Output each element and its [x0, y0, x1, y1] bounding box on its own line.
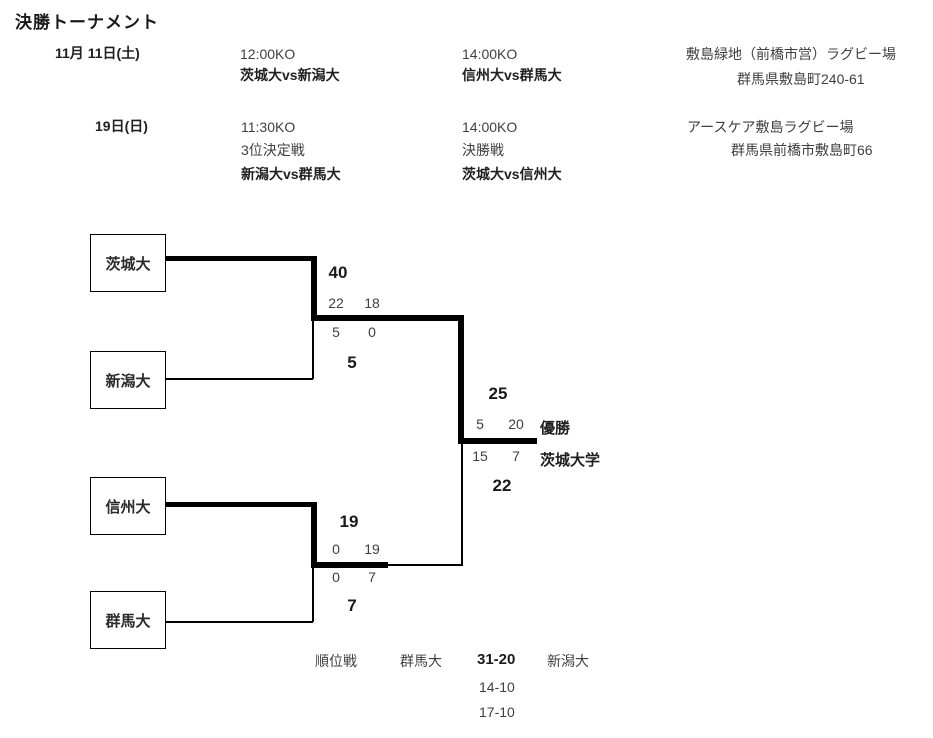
final-winner-half2: 20	[508, 416, 524, 432]
final-loser-line-v	[461, 444, 463, 566]
sf2-winner-half1: 0	[332, 541, 340, 557]
team-box-niigata: 新潟大	[90, 351, 166, 409]
final-winner-total: 25	[488, 384, 508, 403]
sf1-winner-total: 40	[328, 263, 348, 282]
sf2-winner-total: 19	[339, 512, 359, 531]
champion-line	[458, 438, 537, 444]
row1-match1-time: 12:00KO	[240, 46, 296, 62]
third-place-left-team: 群馬大	[400, 653, 442, 669]
sf1-winner-line-h	[166, 256, 316, 261]
row2-match2-time: 14:00KO	[462, 119, 518, 135]
sf2-advance-line-thin	[388, 564, 463, 566]
sf1-loser-line-h	[166, 378, 313, 380]
sf2-winner-line-h	[166, 502, 316, 507]
sf1-loser-total: 5	[347, 353, 357, 372]
team-box-ibaraki: 茨城大	[90, 234, 166, 292]
final-loser-half2: 7	[512, 448, 520, 464]
sf2-loser-half1: 0	[332, 569, 340, 585]
team-label: 新潟大	[105, 372, 151, 390]
third-place-right-team: 新潟大	[547, 653, 589, 669]
final-loser-half1: 15	[472, 448, 488, 464]
sf1-loser-line-v	[312, 321, 314, 379]
team-label: 信州大	[105, 498, 151, 516]
page-title: 決勝トーナメント	[15, 13, 159, 32]
final-winner-halves: 5 20	[466, 416, 530, 432]
schedule-row1-date: 11月 11日(土)	[55, 45, 140, 61]
row1-venue-address: 群馬県敷島町240-61	[737, 71, 865, 87]
sf2-loser-half2: 7	[368, 569, 376, 585]
sf1-loser-half2: 0	[368, 324, 376, 340]
sf2-advance-line-thick	[311, 562, 388, 568]
final-loser-halves: 15 7	[466, 448, 530, 464]
sf2-loser-total: 7	[347, 596, 357, 615]
sf1-loser-halves: 5 0	[322, 324, 386, 340]
row1-venue-name: 敷島緑地（前橋市営）ラグビー場	[686, 46, 896, 62]
third-place-score: 31-20	[477, 651, 516, 668]
row2-venue-address: 群馬県前橋市敷島町66	[731, 142, 873, 158]
sf1-winner-line-v	[311, 256, 317, 321]
row2-match1-time: 11:30KO	[241, 119, 296, 135]
sf1-advance-line	[311, 315, 464, 321]
sf1-loser-half1: 5	[332, 324, 340, 340]
team-label: 群馬大	[105, 612, 151, 630]
row1-match1-teams: 茨城大vs新潟大	[240, 67, 340, 83]
row2-match2-teams: 茨城大vs信州大	[462, 166, 562, 182]
third-place-half1: 14-10	[479, 679, 515, 695]
final-loser-total: 22	[492, 476, 512, 495]
sf1-winner-half1: 22	[328, 295, 344, 311]
team-box-gunma: 群馬大	[90, 591, 166, 649]
schedule-row2-date: 19日(日)	[95, 118, 148, 134]
row2-match2-label: 決勝戦	[462, 142, 504, 158]
sf2-loser-line-h	[166, 621, 313, 623]
row2-venue-name: アースケア敷島ラグビー場	[687, 119, 854, 135]
third-place-half2: 17-10	[479, 704, 515, 720]
sf2-winner-halves: 0 19	[322, 541, 386, 557]
sf1-winner-half2: 18	[364, 295, 380, 311]
final-winner-half1: 5	[476, 416, 484, 432]
third-place-label: 順位戦	[315, 653, 357, 669]
team-label: 茨城大	[105, 255, 151, 273]
team-box-shinshu: 信州大	[90, 477, 166, 535]
champion-label: 優勝	[540, 420, 571, 437]
sf1-winner-halves: 22 18	[322, 295, 386, 311]
sf2-winner-line-v	[311, 502, 317, 568]
champion-name: 茨城大学	[540, 452, 601, 469]
sf2-winner-half2: 19	[364, 541, 380, 557]
sf2-loser-halves: 0 7	[322, 569, 386, 585]
sf2-loser-line-v	[312, 568, 314, 622]
row2-match1-teams: 新潟大vs群馬大	[241, 166, 341, 182]
row1-match2-time: 14:00KO	[462, 46, 518, 62]
row1-match2-teams: 信州大vs群馬大	[462, 67, 562, 83]
final-winner-line-v	[458, 315, 464, 444]
row2-match1-label: 3位決定戦	[241, 142, 305, 158]
